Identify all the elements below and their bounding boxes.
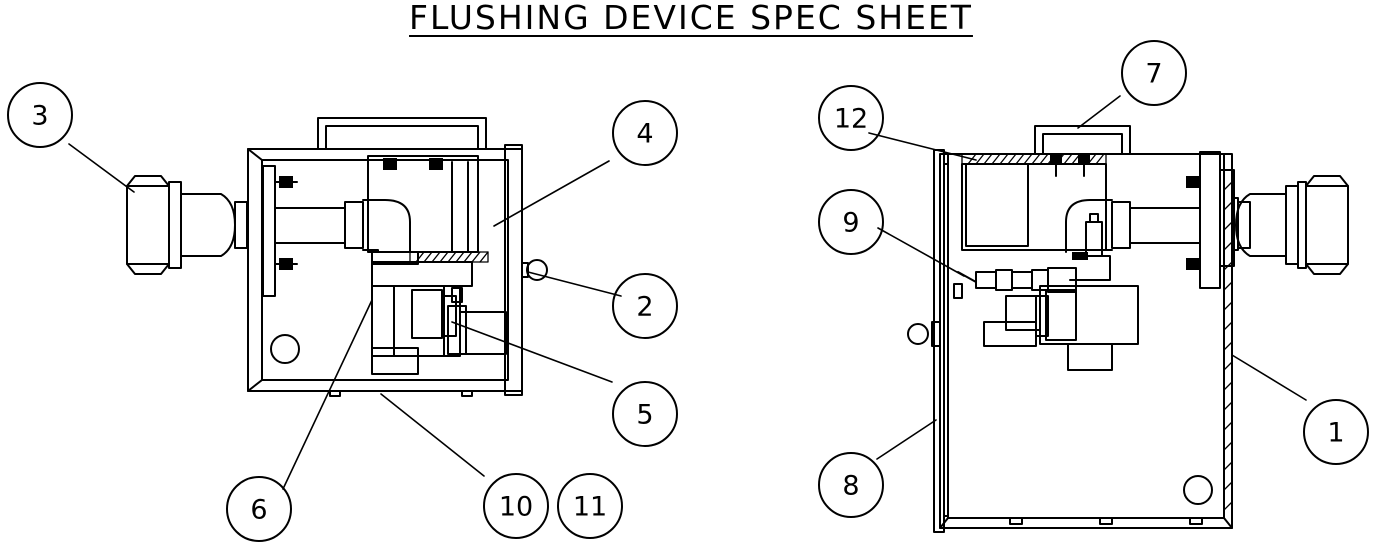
left-handle — [317, 117, 487, 150]
callout-label-3: 3 — [31, 101, 48, 132]
callout-circles — [7, 40, 1369, 542]
right-fittings-row — [953, 267, 1077, 299]
callout-label-12: 12 — [834, 104, 868, 135]
callout-label-9: 9 — [842, 208, 859, 239]
callout-6 — [226, 476, 292, 542]
right-handle — [1034, 125, 1131, 155]
callout-label-5: 5 — [636, 400, 653, 431]
callout-11 — [557, 473, 623, 539]
callout-2 — [612, 273, 678, 339]
callout-12 — [818, 85, 884, 151]
callout-label-4: 4 — [636, 119, 653, 150]
callout-label-7: 7 — [1145, 59, 1162, 90]
callout-10 — [483, 473, 549, 539]
callout-label-10: 10 — [499, 492, 533, 523]
callout-label-2: 2 — [636, 292, 653, 323]
callout-8 — [818, 452, 884, 518]
right-side-wall — [1223, 169, 1233, 511]
callout-9 — [818, 189, 884, 255]
callout-label-1: 1 — [1327, 418, 1344, 449]
callout-label-8: 8 — [842, 471, 859, 502]
callout-label-6: 6 — [250, 495, 267, 526]
left-view — [126, 117, 548, 397]
callout-5 — [612, 381, 678, 447]
spec-sheet-title: FLUSHING DEVICE SPEC SHEET — [409, 0, 973, 37]
callout-7 — [1121, 40, 1187, 106]
callout-1 — [1303, 399, 1369, 465]
right-view — [907, 125, 1349, 533]
right-outlet-coupling — [1219, 169, 1349, 275]
left-inlet-coupling — [126, 175, 248, 275]
callout-3 — [7, 82, 73, 148]
right-junction-box — [961, 163, 1107, 251]
left-valve-body — [367, 155, 479, 253]
callout-4 — [612, 100, 678, 166]
leader-lines — [68, 95, 1307, 490]
callout-label-11: 11 — [573, 492, 607, 523]
